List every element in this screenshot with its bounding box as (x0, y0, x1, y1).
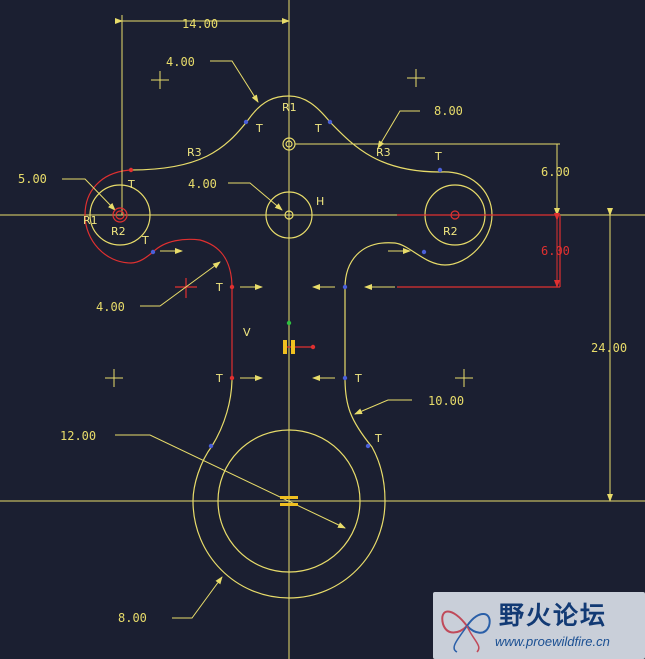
constraint-t-5: T (141, 234, 149, 247)
watermark-title: 野火论坛 (499, 601, 608, 630)
dim-right-arc-radius[interactable]: 8.00 (434, 104, 463, 118)
dim-top-width[interactable]: 14.00 (182, 17, 218, 31)
highlighted-geometry[interactable] (84, 169, 561, 378)
constraint-r2-right: R2 (443, 225, 458, 238)
watermark-url: www.proewildfire.cn (495, 634, 610, 649)
constraint-t-4: T (127, 178, 135, 191)
dim-bottom-circle[interactable]: 12.00 (60, 429, 96, 443)
constraint-t-9: T (374, 432, 382, 445)
dim-center-circle[interactable]: 4.00 (188, 177, 217, 191)
constraint-r1-left: R1 (83, 214, 98, 227)
dimension-lines (62, 15, 620, 619)
constraint-t-1: T (255, 122, 263, 135)
constraint-t-2: T (314, 122, 322, 135)
direction-arrows (160, 248, 411, 381)
constraint-v: V (243, 326, 251, 339)
dim-left-slot-radius[interactable]: 4.00 (96, 300, 125, 314)
dim-upper-offset[interactable]: 6.00 (541, 165, 570, 179)
dim-right-fillet[interactable]: 10.00 (428, 394, 464, 408)
center-markers (112, 140, 460, 506)
dim-top-arc-radius[interactable]: 4.00 (166, 55, 195, 69)
constraint-t-6: T (215, 281, 223, 294)
constraint-t-7: T (215, 372, 223, 385)
constraint-r2-left: R2 (111, 225, 126, 238)
constraint-r3-right: R3 (376, 146, 391, 159)
reference-crosses (105, 69, 473, 387)
constraint-r3-left: R3 (187, 146, 202, 159)
dim-red-offset[interactable]: 6.00 (541, 244, 570, 258)
sketch-vertices[interactable] (128, 119, 443, 449)
constraint-t-8: T (354, 372, 362, 385)
constraint-t-3: T (434, 150, 442, 163)
constraint-r1: R1 (282, 101, 297, 114)
constraint-h: H (316, 195, 324, 208)
dim-bottom-arc[interactable]: 8.00 (118, 611, 147, 625)
dim-vertical-height[interactable]: 24.00 (591, 341, 627, 355)
dim-left-circle[interactable]: 5.00 (18, 172, 47, 186)
butterfly-logo-icon (441, 610, 491, 653)
watermark: 野火论坛 www.proewildfire.cn (433, 592, 645, 659)
